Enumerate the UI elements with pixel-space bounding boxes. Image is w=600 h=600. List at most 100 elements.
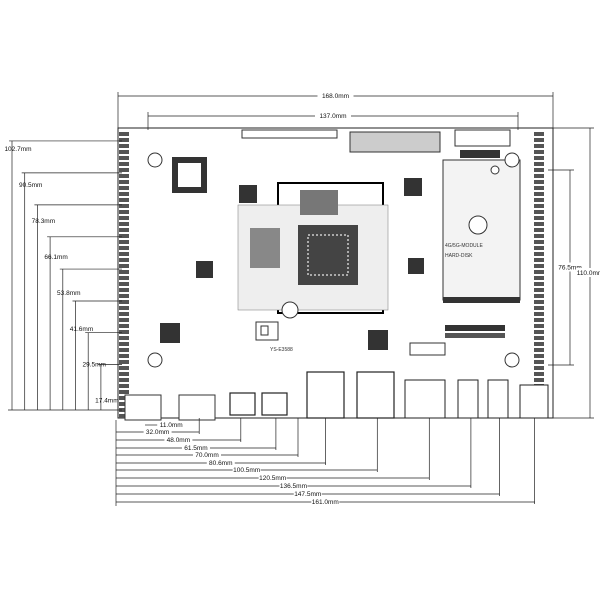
hdmi-port xyxy=(229,392,256,416)
connector-pin xyxy=(534,372,544,376)
dimension-label: 76.5mm xyxy=(558,265,581,272)
power-jack xyxy=(519,384,549,419)
connector-pin xyxy=(534,366,544,370)
connector-pin xyxy=(119,312,129,316)
dimension-label: 110.0mm xyxy=(577,270,600,277)
mounting-hole xyxy=(468,215,488,235)
connector-pin xyxy=(534,360,544,364)
inductor xyxy=(260,325,269,336)
label-bg xyxy=(206,459,235,466)
connector-pin xyxy=(534,246,544,250)
connector-pin xyxy=(119,402,129,406)
connector-pin xyxy=(534,168,544,172)
connector-pin xyxy=(534,204,544,208)
side-connectors xyxy=(119,132,544,418)
connector-pin xyxy=(534,252,544,256)
connector-pin xyxy=(534,264,544,268)
connector-pin xyxy=(534,180,544,184)
connector-pin xyxy=(119,216,129,220)
soc-chip-core xyxy=(307,234,349,276)
chip xyxy=(196,261,213,278)
connector-pin xyxy=(119,414,129,418)
dimension-label: 11.0mm xyxy=(160,422,183,429)
connector-pin xyxy=(119,138,129,142)
connector-pin xyxy=(534,306,544,310)
connector-pin xyxy=(119,384,129,388)
connector-pin xyxy=(119,222,129,226)
connector-pin xyxy=(119,390,129,394)
label-bg xyxy=(556,262,584,272)
connector-pin xyxy=(119,210,129,214)
connector-pin xyxy=(534,150,544,154)
dimension-label: 90.5mm xyxy=(19,182,42,189)
connector-pin xyxy=(119,318,129,322)
dimension-label: 168.0mm xyxy=(322,93,349,100)
connector-pin xyxy=(119,282,129,286)
connector-pin xyxy=(534,300,544,304)
label-bg xyxy=(317,91,354,100)
connector-pin xyxy=(534,282,544,286)
dimension-label: 41.6mm xyxy=(70,326,93,333)
connector-pin xyxy=(119,192,129,196)
label-bg xyxy=(258,474,287,481)
audio-jack xyxy=(487,379,509,419)
connector-pin xyxy=(119,264,129,268)
connector-pin xyxy=(534,186,544,190)
ethernet-port xyxy=(356,371,395,419)
connector-pin xyxy=(119,228,129,232)
connector-pin xyxy=(534,318,544,322)
connector-pin xyxy=(534,354,544,358)
connector-pin xyxy=(119,300,129,304)
connector-pin xyxy=(534,330,544,334)
label-bg xyxy=(157,421,186,428)
pin-header xyxy=(349,131,441,153)
connector-pin xyxy=(119,288,129,292)
label-bg xyxy=(181,444,210,451)
connector-pin xyxy=(534,342,544,346)
connector-pin xyxy=(119,336,129,340)
connector-pin xyxy=(534,228,544,232)
mounting-hole xyxy=(504,152,520,168)
connector-pin xyxy=(119,150,129,154)
connector xyxy=(460,150,500,158)
connector-pin xyxy=(119,162,129,166)
dimension-label: 102.7mm xyxy=(4,146,31,153)
hdmi-port xyxy=(261,392,288,416)
connector-pin xyxy=(119,372,129,376)
connector-pin xyxy=(534,192,544,196)
connector-pin xyxy=(534,216,544,220)
connector-pin xyxy=(119,180,129,184)
dimension-label: 161.0mm xyxy=(312,499,339,506)
connector-pin xyxy=(534,222,544,226)
dimension-label: 48.0mm xyxy=(167,437,190,444)
mounting-hole xyxy=(504,352,520,368)
m2-connector xyxy=(443,297,520,303)
dimension-label: 66.1mm xyxy=(44,254,67,261)
connector-pin xyxy=(119,360,129,364)
connector-pin xyxy=(119,246,129,250)
connector-pin xyxy=(534,174,544,178)
connector-pin xyxy=(534,162,544,166)
connector-pin xyxy=(119,252,129,256)
label-bg xyxy=(576,268,600,277)
connector-pin xyxy=(534,336,544,340)
dimension-label: 32.0mm xyxy=(146,429,169,436)
ram-chip xyxy=(250,228,280,268)
dimension-label: 136.5mm xyxy=(280,483,307,490)
connector-pin xyxy=(119,396,129,400)
ram-chip xyxy=(300,190,338,215)
connector-pin xyxy=(119,366,129,370)
connector-pin xyxy=(119,204,129,208)
connector-pin xyxy=(119,174,129,178)
usb-port xyxy=(124,394,162,421)
connector-pin xyxy=(534,348,544,352)
chip-inner xyxy=(178,163,201,187)
hard-disk-label: HARD-DISK xyxy=(445,253,473,259)
connector-pin xyxy=(534,270,544,274)
dimension-label: 137.0mm xyxy=(319,113,346,120)
connector-pin xyxy=(119,324,129,328)
pcie-connector xyxy=(445,325,505,331)
connector-pin xyxy=(119,198,129,202)
